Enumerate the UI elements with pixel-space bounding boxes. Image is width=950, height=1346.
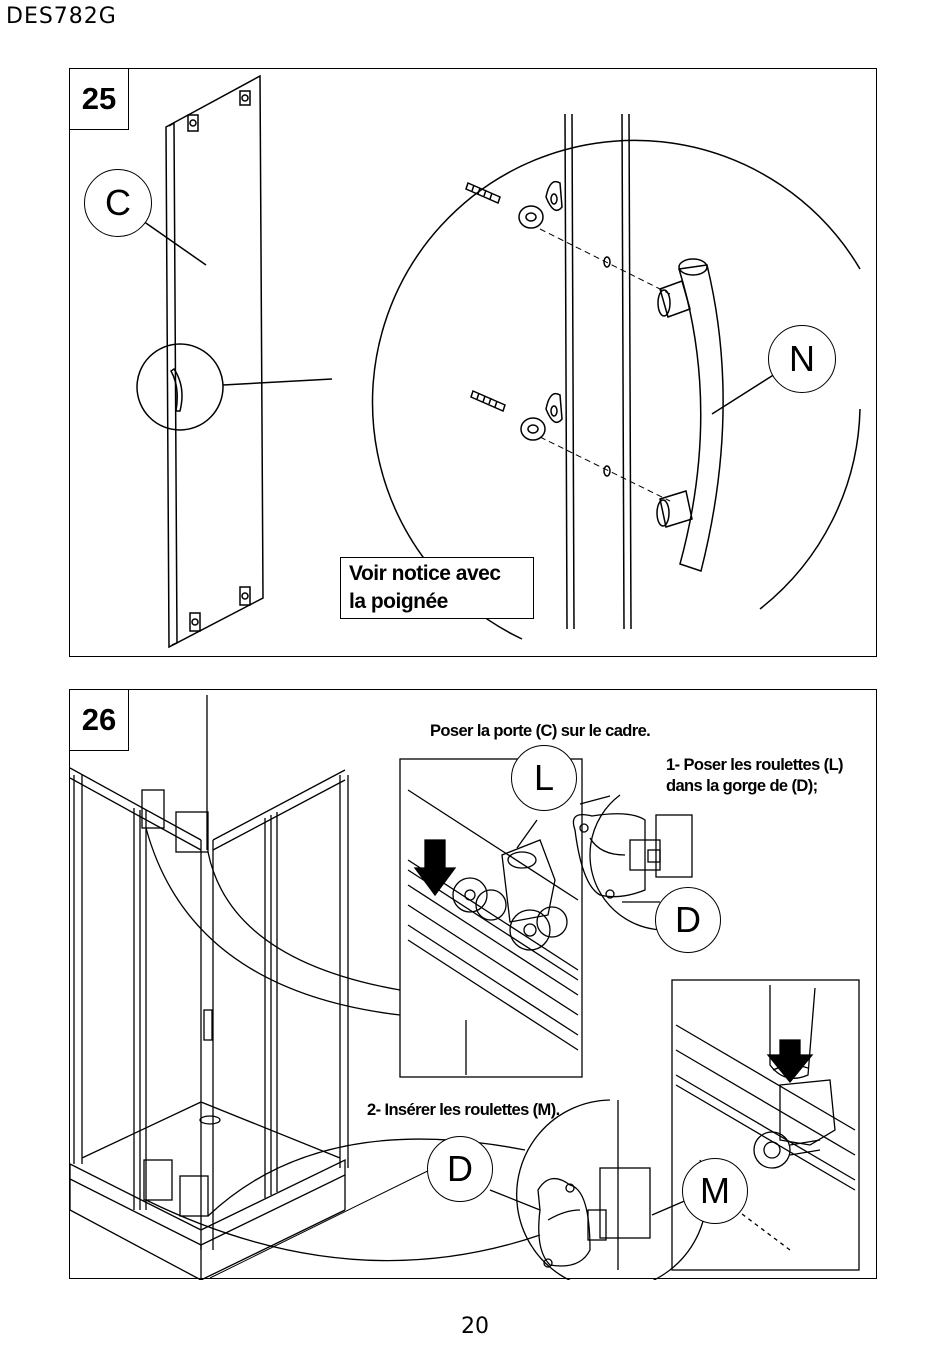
label-groove-d-top: D: [655, 887, 721, 953]
label-rollers-m: M: [682, 1158, 748, 1224]
bottom-profile-detail: [490, 1100, 710, 1280]
caption-step-2: 2- Insérer les roulettes (M).: [367, 1100, 560, 1121]
top-fixing-drawing: [466, 182, 562, 228]
label-door-c: C: [84, 169, 152, 237]
caption-place-door: Poser la porte (C) sur le cadre.: [430, 721, 650, 742]
bottom-fixing-drawing: [471, 391, 562, 440]
note-line-1: Voir notice avec: [349, 560, 525, 588]
step-number: 26: [69, 689, 129, 751]
page-number: 20: [0, 1314, 950, 1339]
label-handle-n: N: [768, 325, 836, 393]
step-25-panel: 25 C N Voir notice avec la poignée: [69, 68, 877, 657]
step-26-panel: 26 Poser la porte (C) sur le cadre. 1- P…: [69, 689, 877, 1279]
label-rollers-l: L: [511, 745, 577, 811]
handle-n-drawing: [657, 259, 723, 571]
top-rollers-detail: [408, 790, 578, 1075]
label-groove-d-bottom: D: [427, 1136, 493, 1202]
step-number: 25: [69, 68, 129, 130]
caption-step-1: 1- Poser les roulettes (L) dans la gorge…: [666, 755, 843, 797]
note-line-2: la poignée: [349, 588, 525, 616]
handle-instructions-note: Voir notice avec la poignée: [340, 557, 534, 619]
document-code: DES782G: [6, 4, 117, 29]
zoom-box-bottom-rollers: [672, 980, 859, 1270]
zoom-source-circle: [137, 344, 223, 430]
caption-step-1-line-2: dans la gorge de (D);: [666, 776, 843, 797]
caption-step-1-line-1: 1- Poser les roulettes (L): [666, 755, 843, 776]
